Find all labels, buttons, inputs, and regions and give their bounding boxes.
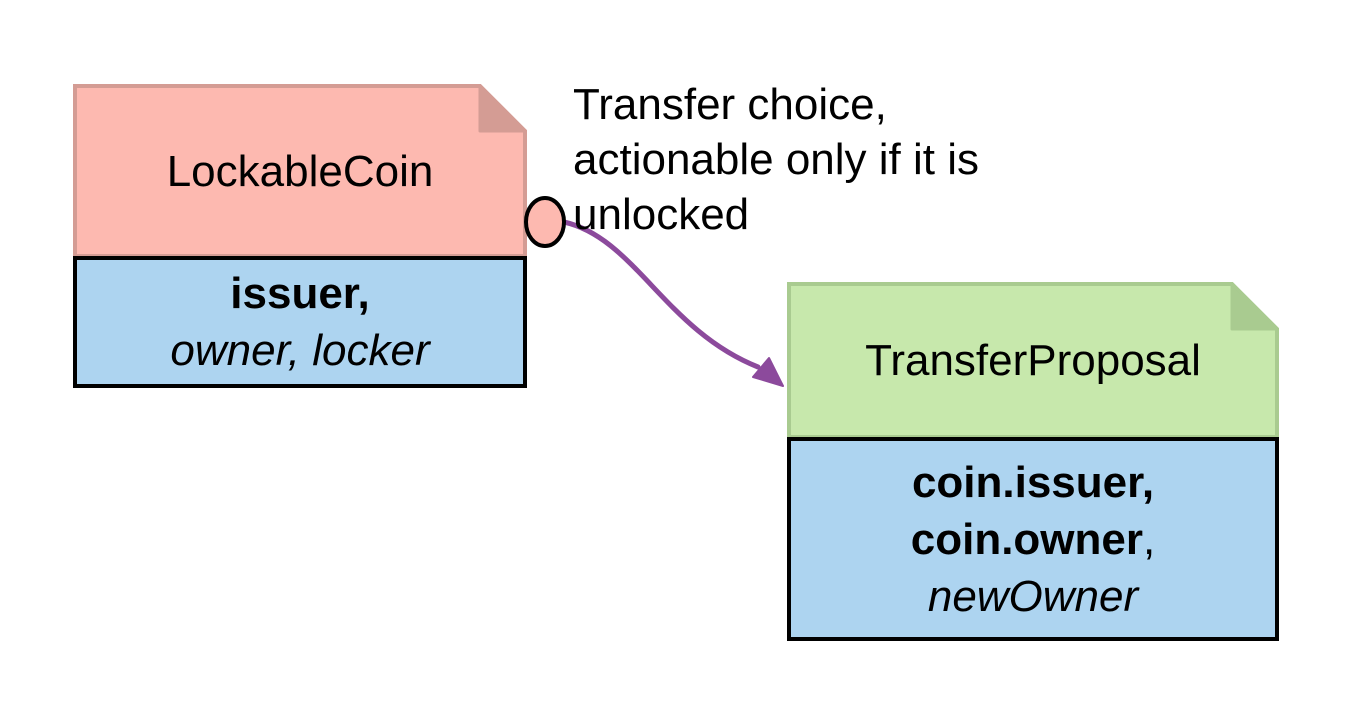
lockable-coin-parties-box — [73, 256, 527, 388]
transfer-proposal-signatory-2-comma: , — [1143, 514, 1156, 564]
lockable-coin-observers: owner, locker — [170, 326, 430, 375]
transfer-choice-annotation: Transfer choice, actionable only if it i… — [573, 77, 979, 242]
transfer-proposal-signatory-2-name: coin.owner — [910, 514, 1143, 564]
transfer-proposal-parties: coin.issuer, coin.owner, newOwner — [789, 439, 1277, 639]
annotation-line-1: Transfer choice, — [573, 80, 887, 129]
lockable-coin-title: LockableCoin — [166, 146, 434, 196]
transfer-proposal-parties-box — [787, 437, 1279, 641]
lockable-coin-fold-corner — [478, 84, 527, 133]
transfer-proposal-observer: newOwner — [927, 571, 1139, 621]
transfer-choice-arrowhead — [752, 357, 784, 387]
transfer-proposal-signatory-1: coin.issuer, — [911, 457, 1155, 507]
transfer-proposal-fold-corner — [1230, 282, 1279, 331]
transfer-proposal-signatory-2: coin.owner, — [911, 511, 1155, 568]
transfer-proposal-note-shape — [787, 282, 1279, 439]
annotation-line-3: unlocked — [573, 190, 750, 239]
lockable-coin-parties: issuer, owner, locker — [75, 258, 525, 386]
lockable-coin-signatories: issuer, — [230, 269, 370, 318]
transfer-proposal-title: TransferProposal — [865, 336, 1201, 385]
transfer-choice-arrow — [561, 219, 761, 370]
lockable-coin-note-shape — [73, 84, 527, 258]
choice-connector-circle — [524, 196, 566, 248]
annotation-line-2: actionable only if it is — [573, 135, 979, 184]
